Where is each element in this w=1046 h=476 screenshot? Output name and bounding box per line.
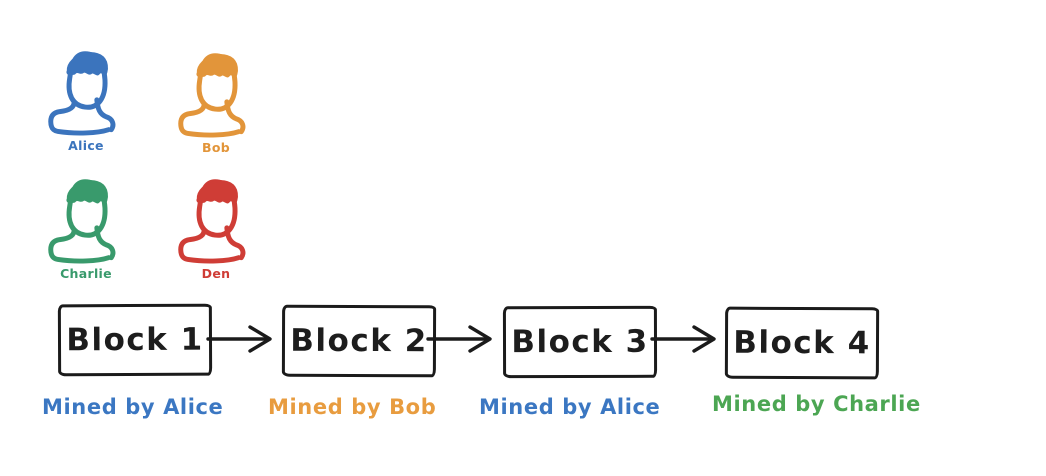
person-icon bbox=[44, 170, 128, 264]
person-icon bbox=[44, 42, 128, 136]
block-label: Block 2 bbox=[290, 322, 428, 360]
mined-by-label-4: Mined by Charlie bbox=[712, 392, 921, 416]
person-icon bbox=[174, 170, 258, 264]
person-icon bbox=[174, 44, 258, 138]
block-label: Block 4 bbox=[733, 324, 871, 362]
arrow-right-icon bbox=[650, 325, 716, 353]
mined-by-label-1: Mined by Alice bbox=[42, 395, 224, 419]
miner-name: Bob bbox=[202, 140, 230, 155]
block-3: Block 3 bbox=[502, 305, 658, 379]
block-label: Block 1 bbox=[66, 321, 204, 359]
block-label: Block 3 bbox=[511, 323, 649, 361]
miner-name: Alice bbox=[68, 138, 104, 153]
block-4: Block 4 bbox=[724, 306, 880, 380]
miner-charlie: Charlie bbox=[38, 170, 134, 281]
miner-den: Den bbox=[168, 170, 264, 281]
miner-name: Charlie bbox=[60, 266, 112, 281]
arrow-right-icon bbox=[206, 325, 272, 353]
mined-by-label-3: Mined by Alice bbox=[479, 395, 661, 419]
miner-name: Den bbox=[201, 266, 231, 281]
arrow-right-icon bbox=[426, 325, 492, 353]
block-1: Block 1 bbox=[57, 303, 213, 377]
block-2: Block 2 bbox=[281, 304, 437, 378]
miner-bob: Bob bbox=[168, 44, 264, 155]
miner-alice: Alice bbox=[38, 42, 134, 153]
mined-by-label-2: Mined by Bob bbox=[268, 395, 437, 419]
